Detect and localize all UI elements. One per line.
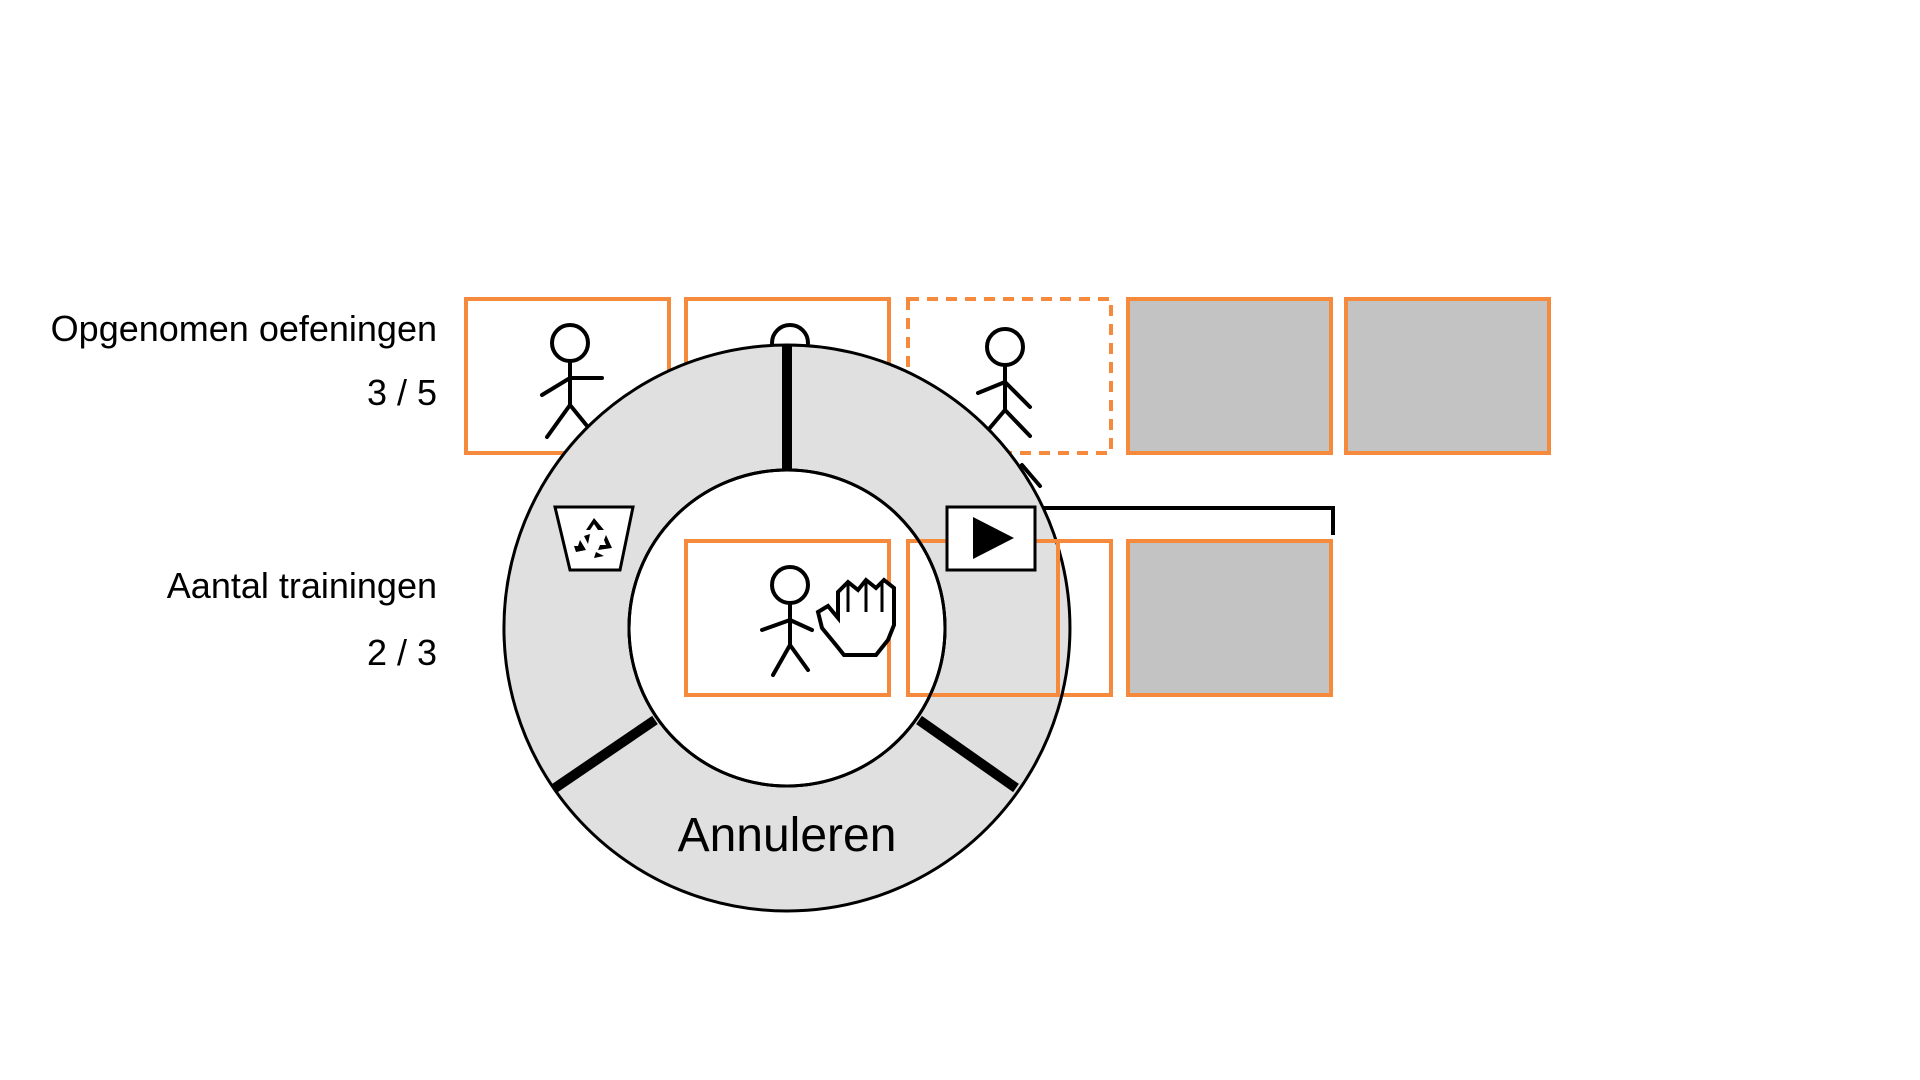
play-action[interactable] (945, 505, 1037, 572)
radial-menu-dividers (552, 345, 1019, 793)
grab-hand-icon (815, 577, 896, 657)
delete-action[interactable] (553, 505, 635, 572)
play-icon (973, 517, 1014, 559)
training-slot-3-empty[interactable] (1126, 539, 1333, 697)
cancel-button[interactable]: Annuleren (677, 809, 897, 862)
recorded-slot-4-empty[interactable] (1126, 297, 1333, 455)
stick-figure-icon (760, 565, 814, 677)
recycle-bin-icon (553, 505, 635, 572)
radial-menu[interactable] (502, 343, 1072, 913)
recorded-slot-3-pending[interactable] (906, 297, 1113, 488)
trainings-count: 2 / 3 (366, 632, 437, 673)
recorded-exercises-count: 3 / 5 (366, 372, 437, 413)
stick-figure-icon (540, 323, 604, 439)
recorded-slot-5-empty[interactable] (1344, 297, 1551, 455)
grabbed-exercise-preview (627, 468, 1060, 788)
trainings-title: Aantal trainingen (166, 565, 437, 606)
recorded-exercises-title: Opgenomen oefeningen (50, 308, 437, 349)
